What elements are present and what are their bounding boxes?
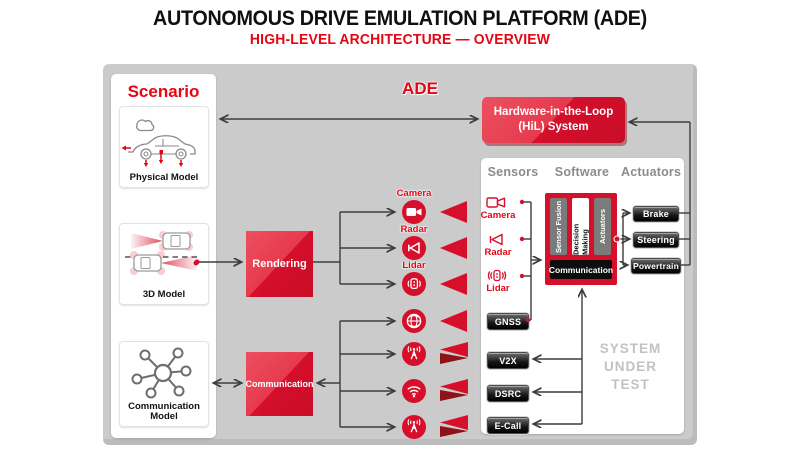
- hil-system-box: Hardware-in-the-Loop (HiL) System: [482, 97, 625, 143]
- emitter-camera-label: Camera: [396, 188, 432, 199]
- actuators-header: Actuators: [621, 165, 682, 179]
- watermark-line: TEST: [611, 377, 650, 392]
- camera-icon: [402, 200, 426, 224]
- hil-label-line1: Hardware-in-the-Loop: [493, 106, 614, 119]
- hil-system-label: Hardware-in-the-Loop (HiL) System: [494, 105, 613, 135]
- beam-triangle-bidirectional: [440, 342, 468, 371]
- three-d-model-card: 3D Model: [119, 223, 209, 305]
- powertrain-pill: Powertrain: [631, 258, 681, 274]
- camera-outline-icon: [486, 197, 506, 208]
- communication-model-label: Communication Model: [128, 400, 200, 423]
- network-icon: [131, 347, 192, 399]
- watermark-line: SYSTEM: [599, 341, 662, 356]
- ecall-pill: E-Call: [487, 417, 529, 434]
- beam-triangle: [440, 201, 467, 223]
- communication-box: Communication: [245, 352, 314, 416]
- sut-radar-label: Radar: [484, 247, 512, 258]
- sensor-fusion-module: Sensor Fusion: [550, 198, 567, 255]
- physical-model-card: Physical Model: [119, 106, 209, 188]
- rendering-label: Rendering: [252, 258, 307, 270]
- radar-outline-icon: [489, 233, 503, 246]
- rendering-box: Rendering: [246, 231, 313, 297]
- wifi-icon: [402, 379, 426, 403]
- communication-model-card: Communication Model: [119, 341, 209, 427]
- emitter-radar-label: Radar: [400, 224, 428, 235]
- brake-pill: Brake: [633, 206, 679, 222]
- sensors-header: Sensors: [487, 165, 539, 179]
- sut-camera-label: Camera: [480, 210, 516, 221]
- physical-model-label: Physical Model: [129, 172, 199, 184]
- beam-triangle: [440, 310, 467, 332]
- globe-icon: [402, 309, 426, 333]
- page-title: AUTONOMOUS DRIVE EMULATION PLATFORM (ADE…: [153, 7, 647, 30]
- v2x-pill: V2X: [487, 352, 529, 369]
- decision-making-module: Decision Making: [572, 198, 590, 255]
- communication-module: Communication: [549, 260, 613, 279]
- page-subtitle: HIGH-LEVEL ARCHITECTURE — OVERVIEW: [249, 32, 551, 48]
- ade-heading: ADE: [402, 79, 438, 98]
- three-d-model-label: 3D Model: [142, 289, 186, 301]
- car-side-icon: [121, 119, 196, 167]
- steering-pill: Steering: [633, 232, 679, 248]
- system-under-test-watermark: SYSTEM UNDER TEST: [578, 340, 683, 394]
- dsrc-pill: DSRC: [487, 385, 529, 402]
- antenna-icon: [402, 415, 426, 439]
- gnss-pill: GNSS: [487, 313, 529, 330]
- software-box: Sensor Fusion Decision Making Actuators …: [545, 193, 617, 285]
- beam-triangle-bidirectional: [440, 379, 468, 408]
- software-header: Software: [554, 165, 610, 179]
- scenario-heading: Scenario: [127, 82, 200, 101]
- beam-triangle: [440, 273, 467, 295]
- lidar-outline-icon: [487, 269, 507, 282]
- communication-label: Communication: [245, 379, 314, 389]
- beam-triangle: [440, 237, 467, 259]
- actuators-module: Actuators: [594, 198, 611, 255]
- radar-icon: [402, 236, 426, 260]
- beam-triangle-bidirectional: [440, 415, 468, 444]
- hil-label-line2: (HiL) System: [518, 121, 589, 133]
- antenna-icon: [402, 342, 426, 366]
- emitter-lidar-label: Lidar: [402, 260, 426, 271]
- cars-top-view-icon: [125, 231, 201, 275]
- watermark-line: UNDER: [603, 359, 657, 374]
- sut-lidar-label: Lidar: [486, 283, 510, 294]
- lidar-icon: [402, 272, 426, 296]
